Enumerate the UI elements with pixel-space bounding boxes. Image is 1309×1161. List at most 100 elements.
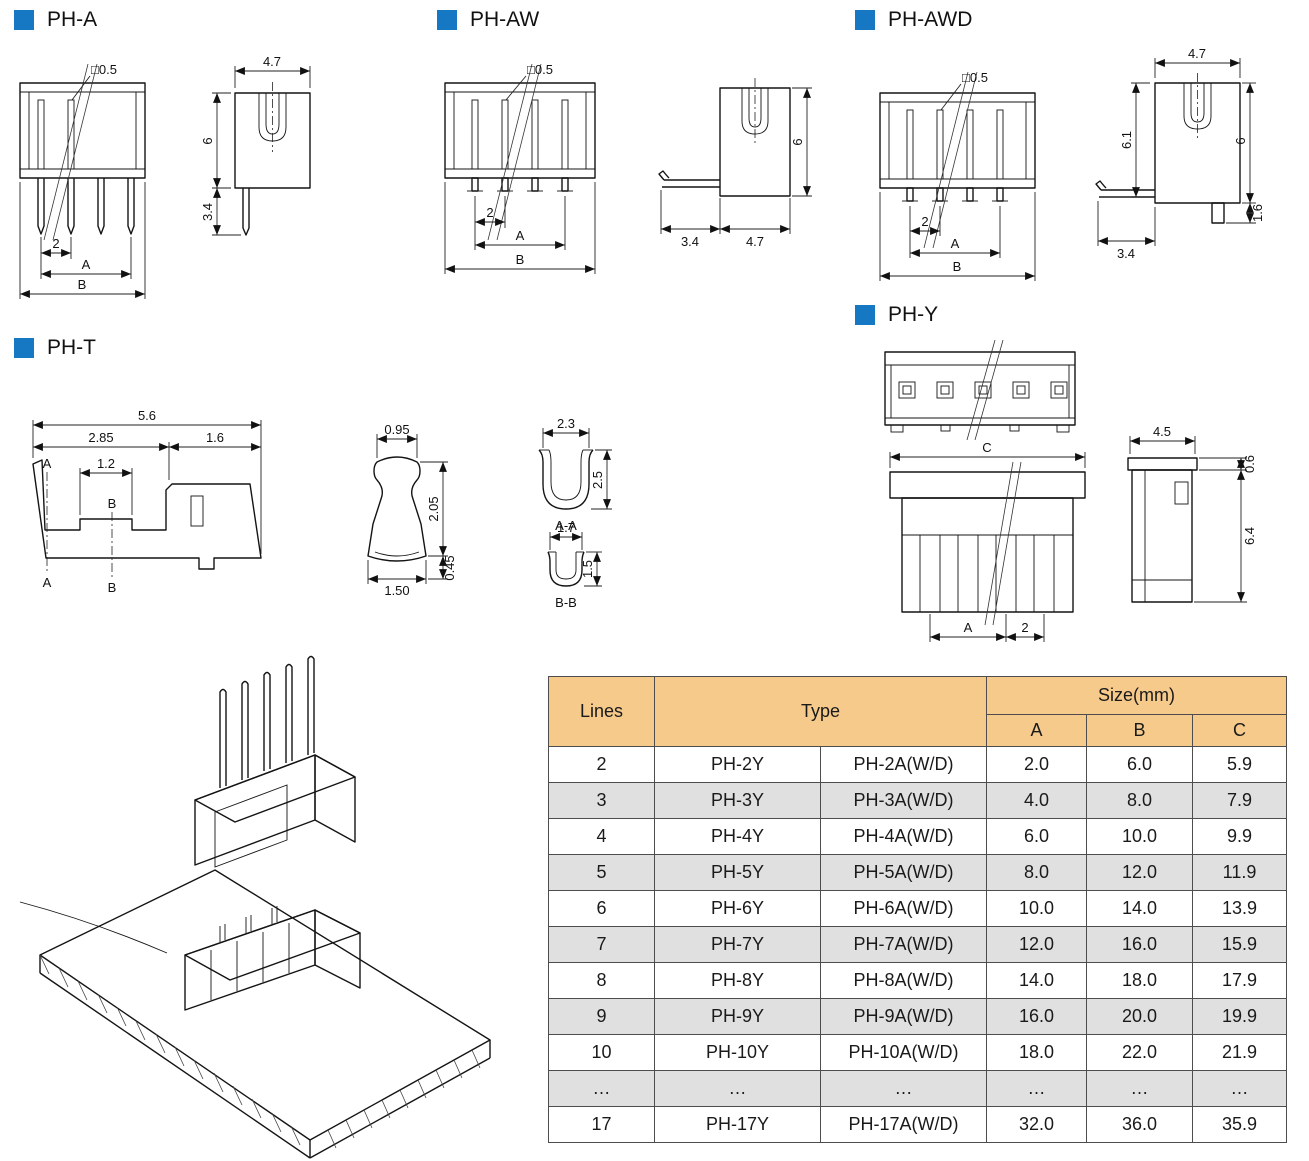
table-row: 6 PH-6Y PH-6A(W/D) 10.0 14.0 13.9 xyxy=(548,890,1287,927)
cell-type-y: PH-10Y xyxy=(654,1034,821,1071)
isometric-drawing xyxy=(19,655,491,1159)
cell-size-b: 16.0 xyxy=(1086,926,1193,963)
table-row: 8 PH-8Y PH-8A(W/D) 14.0 18.0 17.9 xyxy=(548,962,1287,999)
dim-a: A xyxy=(516,228,525,243)
blue-square-bullet xyxy=(855,10,875,30)
iso-housing xyxy=(184,906,361,1011)
section-ph-y: PH-Y xyxy=(855,303,938,327)
table-row: 10 PH-10Y PH-10A(W/D) 18.0 22.0 21.9 xyxy=(548,1034,1287,1071)
cell-type-a: PH-3A(W/D) xyxy=(820,782,987,819)
section-label-ph-a: PH-A xyxy=(47,8,98,31)
dim-bb-height: 1.5 xyxy=(580,560,595,578)
iso-pcb xyxy=(39,869,491,1159)
cell-size-a: 8.0 xyxy=(986,854,1087,891)
cell-size-a: 6.0 xyxy=(986,818,1087,855)
iso-wire xyxy=(19,901,168,954)
cell-size-c: 35.9 xyxy=(1192,1106,1287,1143)
cell-size-b: 22.0 xyxy=(1086,1034,1193,1071)
cell-size-a: 18.0 xyxy=(986,1034,1087,1071)
table-subheader-row: A B C xyxy=(549,714,1287,747)
cell-size-c: 19.9 xyxy=(1192,998,1287,1035)
cell-size-a: 4.0 xyxy=(986,782,1087,819)
ph-t-section-aa: 2.3 2.5 A-A xyxy=(538,416,612,533)
section-label-ph-aw: PH-AW xyxy=(470,8,540,31)
cell-lines: 8 xyxy=(548,962,655,999)
drawing-ph-aw: □0.5 2 A B 6 xyxy=(444,62,812,274)
cell-size-a: 14.0 xyxy=(986,962,1087,999)
dim-side-width: 4.7 xyxy=(746,234,764,249)
dim-height: 6.4 xyxy=(1242,527,1257,545)
col-header-c: C xyxy=(1192,714,1287,747)
cell-size-c: 21.9 xyxy=(1192,1034,1287,1071)
ph-y-front-view xyxy=(884,339,1076,441)
cell-lines: 4 xyxy=(548,818,655,855)
dim-inner: 1.2 xyxy=(97,456,115,471)
blue-square-bullet xyxy=(14,10,34,30)
cell-size-b: … xyxy=(1086,1070,1193,1107)
cell-type-a: PH-2A(W/D) xyxy=(820,746,987,783)
cell-lines: 5 xyxy=(548,854,655,891)
dim-left-length: 2.85 xyxy=(88,430,113,445)
dim-height: 6 xyxy=(200,137,215,144)
dim-crimp-height: 2.05 xyxy=(426,496,441,521)
table-row: 5 PH-5Y PH-5A(W/D) 8.0 12.0 11.9 xyxy=(548,854,1287,891)
dim-crimp-width: 0.95 xyxy=(384,422,409,437)
table-row: 4 PH-4Y PH-4A(W/D) 6.0 10.0 9.9 xyxy=(548,818,1287,855)
dim-side-width: 4.7 xyxy=(263,54,281,69)
cell-size-b: 10.0 xyxy=(1086,818,1193,855)
dim-a: A xyxy=(951,236,960,251)
ph-t-crimp-section: 0.95 2.05 1.50 0.45 xyxy=(367,422,457,598)
dim-b: B xyxy=(516,252,525,267)
cell-lines: 17 xyxy=(548,1106,655,1143)
cell-type-a: PH-5A(W/D) xyxy=(820,854,987,891)
blue-square-bullet xyxy=(437,10,457,30)
cell-lines: 7 xyxy=(548,926,655,963)
cell-size-b: 18.0 xyxy=(1086,962,1193,999)
cell-type-a: PH-7A(W/D) xyxy=(820,926,987,963)
table-header-row: Lines Type Size(mm) xyxy=(548,676,1287,747)
cell-type-a: PH-9A(W/D) xyxy=(820,998,987,1035)
dim-pin-length: 3.4 xyxy=(681,234,699,249)
cell-type-a: PH-17A(W/D) xyxy=(820,1106,987,1143)
dim-pitch: 2 xyxy=(921,214,928,229)
dim-bb-width: 1.7 xyxy=(557,520,575,535)
cell-size-c: 11.9 xyxy=(1192,854,1287,891)
section-ph-a: PH-A xyxy=(14,8,97,32)
dim-right-length: 1.6 xyxy=(206,430,224,445)
dim-a: A xyxy=(964,620,973,635)
section-label-ph-awd: PH-AWD xyxy=(888,8,973,31)
cell-type-a: PH-6A(W/D) xyxy=(820,890,987,927)
cell-size-a: 12.0 xyxy=(986,926,1087,963)
dim-a: A xyxy=(82,257,91,272)
cell-size-c: 17.9 xyxy=(1192,962,1287,999)
ph-a-front-view: □0.5 2 A B xyxy=(19,62,146,299)
dim-pitch: 2 xyxy=(486,205,493,220)
dim-side-width: 4.7 xyxy=(1188,46,1206,61)
ph-aw-front-view: □0.5 2 A B xyxy=(444,62,596,274)
dim-height: 6 xyxy=(1233,137,1248,144)
cell-size-c: 13.9 xyxy=(1192,890,1287,927)
cell-type-y: PH-4Y xyxy=(654,818,821,855)
dim-pitch: 2 xyxy=(1021,620,1028,635)
cell-size-c: 15.9 xyxy=(1192,926,1287,963)
table-row: 2 PH-2Y PH-2A(W/D) 2.0 6.0 5.9 xyxy=(548,746,1287,783)
dim-crimp-thickness: 0.45 xyxy=(442,555,457,580)
cell-type-y: PH-3Y xyxy=(654,782,821,819)
dim-total-length: 5.6 xyxy=(138,408,156,423)
cell-size-c: 9.9 xyxy=(1192,818,1287,855)
cell-size-b: 6.0 xyxy=(1086,746,1193,783)
dim-pin-length: 3.4 xyxy=(1117,246,1135,261)
cell-size-a: 10.0 xyxy=(986,890,1087,927)
section-mark-b-bottom: B xyxy=(108,580,117,595)
dim-lip: 0.6 xyxy=(1242,455,1257,473)
section-label-ph-y: PH-Y xyxy=(888,303,939,326)
dim-height: 6 xyxy=(790,138,805,145)
drawing-ph-a: □0.5 2 A B 4.7 6 xyxy=(19,54,311,299)
section-mark-a-top: A xyxy=(43,456,52,471)
iso-header xyxy=(194,655,356,868)
dim-aa-height: 2.5 xyxy=(590,471,605,489)
dim-aa-width: 2.3 xyxy=(557,416,575,431)
cell-type-y: PH-8Y xyxy=(654,962,821,999)
cell-type-y: … xyxy=(654,1070,821,1107)
